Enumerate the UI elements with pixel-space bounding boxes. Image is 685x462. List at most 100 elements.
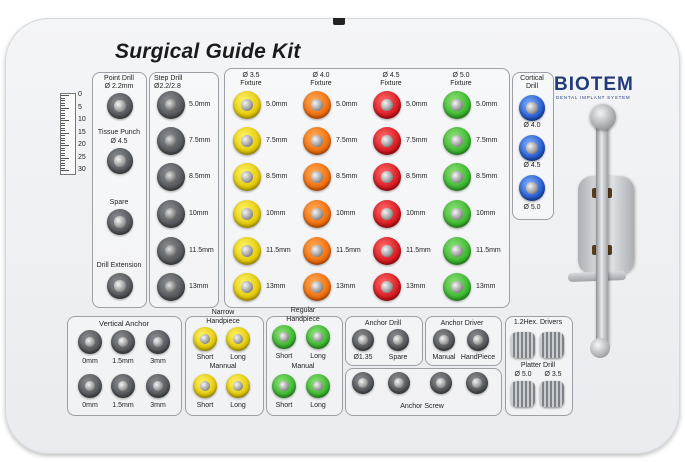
fixture-slot-yellow[interactable] xyxy=(233,237,261,265)
tray-latch xyxy=(333,18,345,25)
ruler-tick xyxy=(61,142,65,144)
ruler-tick xyxy=(61,165,65,166)
spare-label: Spare xyxy=(109,199,129,206)
vertical-anchor-slot[interactable] xyxy=(111,374,135,398)
step-drill-length: 11.5mm xyxy=(189,247,214,254)
anchor-drill-slot[interactable] xyxy=(387,329,409,351)
regular-manual-slot[interactable] xyxy=(306,374,330,398)
ruler-tick xyxy=(61,167,65,169)
vertical-anchor-size: 1.5mm xyxy=(112,358,134,365)
narrow-subtitle: Handpiece xyxy=(206,318,240,325)
vertical-anchor-size: 3mm xyxy=(150,358,166,365)
regular-handpiece-slot[interactable] xyxy=(272,325,296,349)
spare-slot[interactable] xyxy=(107,209,133,235)
wrench-head[interactable] xyxy=(590,104,616,130)
fixture-slot-yellow[interactable] xyxy=(233,163,261,191)
ruler-tick xyxy=(61,140,65,141)
platter-drill-5-0[interactable] xyxy=(511,381,535,407)
vertical-anchor-size: 1.5mm xyxy=(112,402,134,409)
step-drill-length: 7.5mm xyxy=(189,137,211,144)
fixture-slot-red[interactable] xyxy=(373,273,401,301)
hex-drivers-title: 1.2Hex. Drivers xyxy=(513,319,563,326)
fixture-slot-red[interactable] xyxy=(373,163,401,191)
narrow-handpiece-slot[interactable] xyxy=(193,327,217,351)
narrow-manual-slot[interactable] xyxy=(226,374,250,398)
narrow-handpiece-slot[interactable] xyxy=(226,327,250,351)
fixture-slot-green[interactable] xyxy=(443,200,471,228)
anchor-drill-size: Ø1.35 xyxy=(353,354,373,361)
fixture-label: Fixture xyxy=(240,80,262,87)
narrow-manual-slot[interactable] xyxy=(193,374,217,398)
anchor-drill-size: Spare xyxy=(388,354,408,361)
step-drill-slot[interactable] xyxy=(157,200,185,228)
fixture-slot-yellow[interactable] xyxy=(233,127,261,155)
fixture-slot-red[interactable] xyxy=(373,237,401,265)
fixture-slot-orange[interactable] xyxy=(303,163,331,191)
fixture-slot-red[interactable] xyxy=(373,200,401,228)
cortical-drill-slot[interactable] xyxy=(519,95,545,121)
ruler-tick xyxy=(61,112,65,114)
fixture-length: 13mm xyxy=(476,283,496,290)
fixture-slot-green[interactable] xyxy=(443,91,471,119)
narrow-title: Narrow xyxy=(211,309,235,316)
anchor-screw-slot[interactable] xyxy=(466,372,488,394)
fixture-slot-green[interactable] xyxy=(443,163,471,191)
step-drill-slot[interactable] xyxy=(157,273,185,301)
step-drill-length: 10mm xyxy=(189,210,209,217)
tissue-punch-slot[interactable] xyxy=(107,148,133,174)
fixture-slot-red[interactable] xyxy=(373,91,401,119)
ruler-tick xyxy=(61,127,65,129)
regular-handpiece-slot[interactable] xyxy=(306,325,330,349)
fixture-slot-orange[interactable] xyxy=(303,273,331,301)
drill-extension-slot[interactable] xyxy=(107,273,133,299)
fixture-slot-orange[interactable] xyxy=(303,200,331,228)
fixture-slot-green[interactable] xyxy=(443,237,471,265)
hex-driver-short[interactable] xyxy=(511,332,535,358)
step-drill-slot[interactable] xyxy=(157,127,185,155)
step-drill-slot[interactable] xyxy=(157,237,185,265)
fixture-slot-orange[interactable] xyxy=(303,127,331,155)
ruler-mark: 0 xyxy=(78,91,82,98)
fixture-slot-orange[interactable] xyxy=(303,91,331,119)
cortical-drill-slot[interactable] xyxy=(519,135,545,161)
fixture-slot-yellow[interactable] xyxy=(233,91,261,119)
anchor-screw-slot[interactable] xyxy=(430,372,452,394)
fixture-slot-green[interactable] xyxy=(443,273,471,301)
fixture-slot-yellow[interactable] xyxy=(233,200,261,228)
fixture-slot-green[interactable] xyxy=(443,127,471,155)
fixture-slot-red[interactable] xyxy=(373,127,401,155)
platter-drill-3-5[interactable] xyxy=(540,381,564,407)
cortical-drill-slot[interactable] xyxy=(519,175,545,201)
hex-driver-long[interactable] xyxy=(540,332,564,358)
anchor-drill-slot[interactable] xyxy=(352,329,374,351)
regular-manual-slot[interactable] xyxy=(272,374,296,398)
fixture-length: 11.5mm xyxy=(336,247,361,254)
platter-drill-title: Platter Drill xyxy=(520,362,556,369)
step-drill-slot[interactable] xyxy=(157,91,185,119)
brand-tagline: DENTAL IMPLANT SYSTEM xyxy=(556,95,631,100)
anchor-driver-slot[interactable] xyxy=(433,329,455,351)
vertical-anchor-slot[interactable] xyxy=(146,374,170,398)
step-drill-size: Ø2.2/2.8 xyxy=(154,83,181,90)
vertical-anchor-slot[interactable] xyxy=(78,374,102,398)
anchor-driver-slot[interactable] xyxy=(467,329,489,351)
point-drill-slot[interactable] xyxy=(107,93,133,119)
vertical-anchor-size: 0mm xyxy=(82,402,98,409)
step-drill-length: 5.0mm xyxy=(189,101,211,108)
anchor-screw-title: Anchor Screw xyxy=(400,403,444,410)
vertical-anchor-slot[interactable] xyxy=(78,330,102,354)
step-drill-slot[interactable] xyxy=(157,163,185,191)
vertical-anchor-slot[interactable] xyxy=(146,330,170,354)
ruler-mark: 25 xyxy=(78,153,86,161)
vertical-anchor-slot[interactable] xyxy=(111,330,135,354)
ruler-tick xyxy=(61,137,65,139)
fixture-slot-yellow[interactable] xyxy=(233,273,261,301)
fixture-length: 10mm xyxy=(406,210,426,217)
anchor-screw-slot[interactable] xyxy=(388,372,410,394)
step-drill-box xyxy=(149,72,219,308)
fixture-slot-orange[interactable] xyxy=(303,237,331,265)
anchor-screw-slot[interactable] xyxy=(352,372,374,394)
torque-wrench[interactable] xyxy=(596,112,608,350)
ruler-tick xyxy=(61,120,69,121)
fixture-length: 13mm xyxy=(266,283,286,290)
